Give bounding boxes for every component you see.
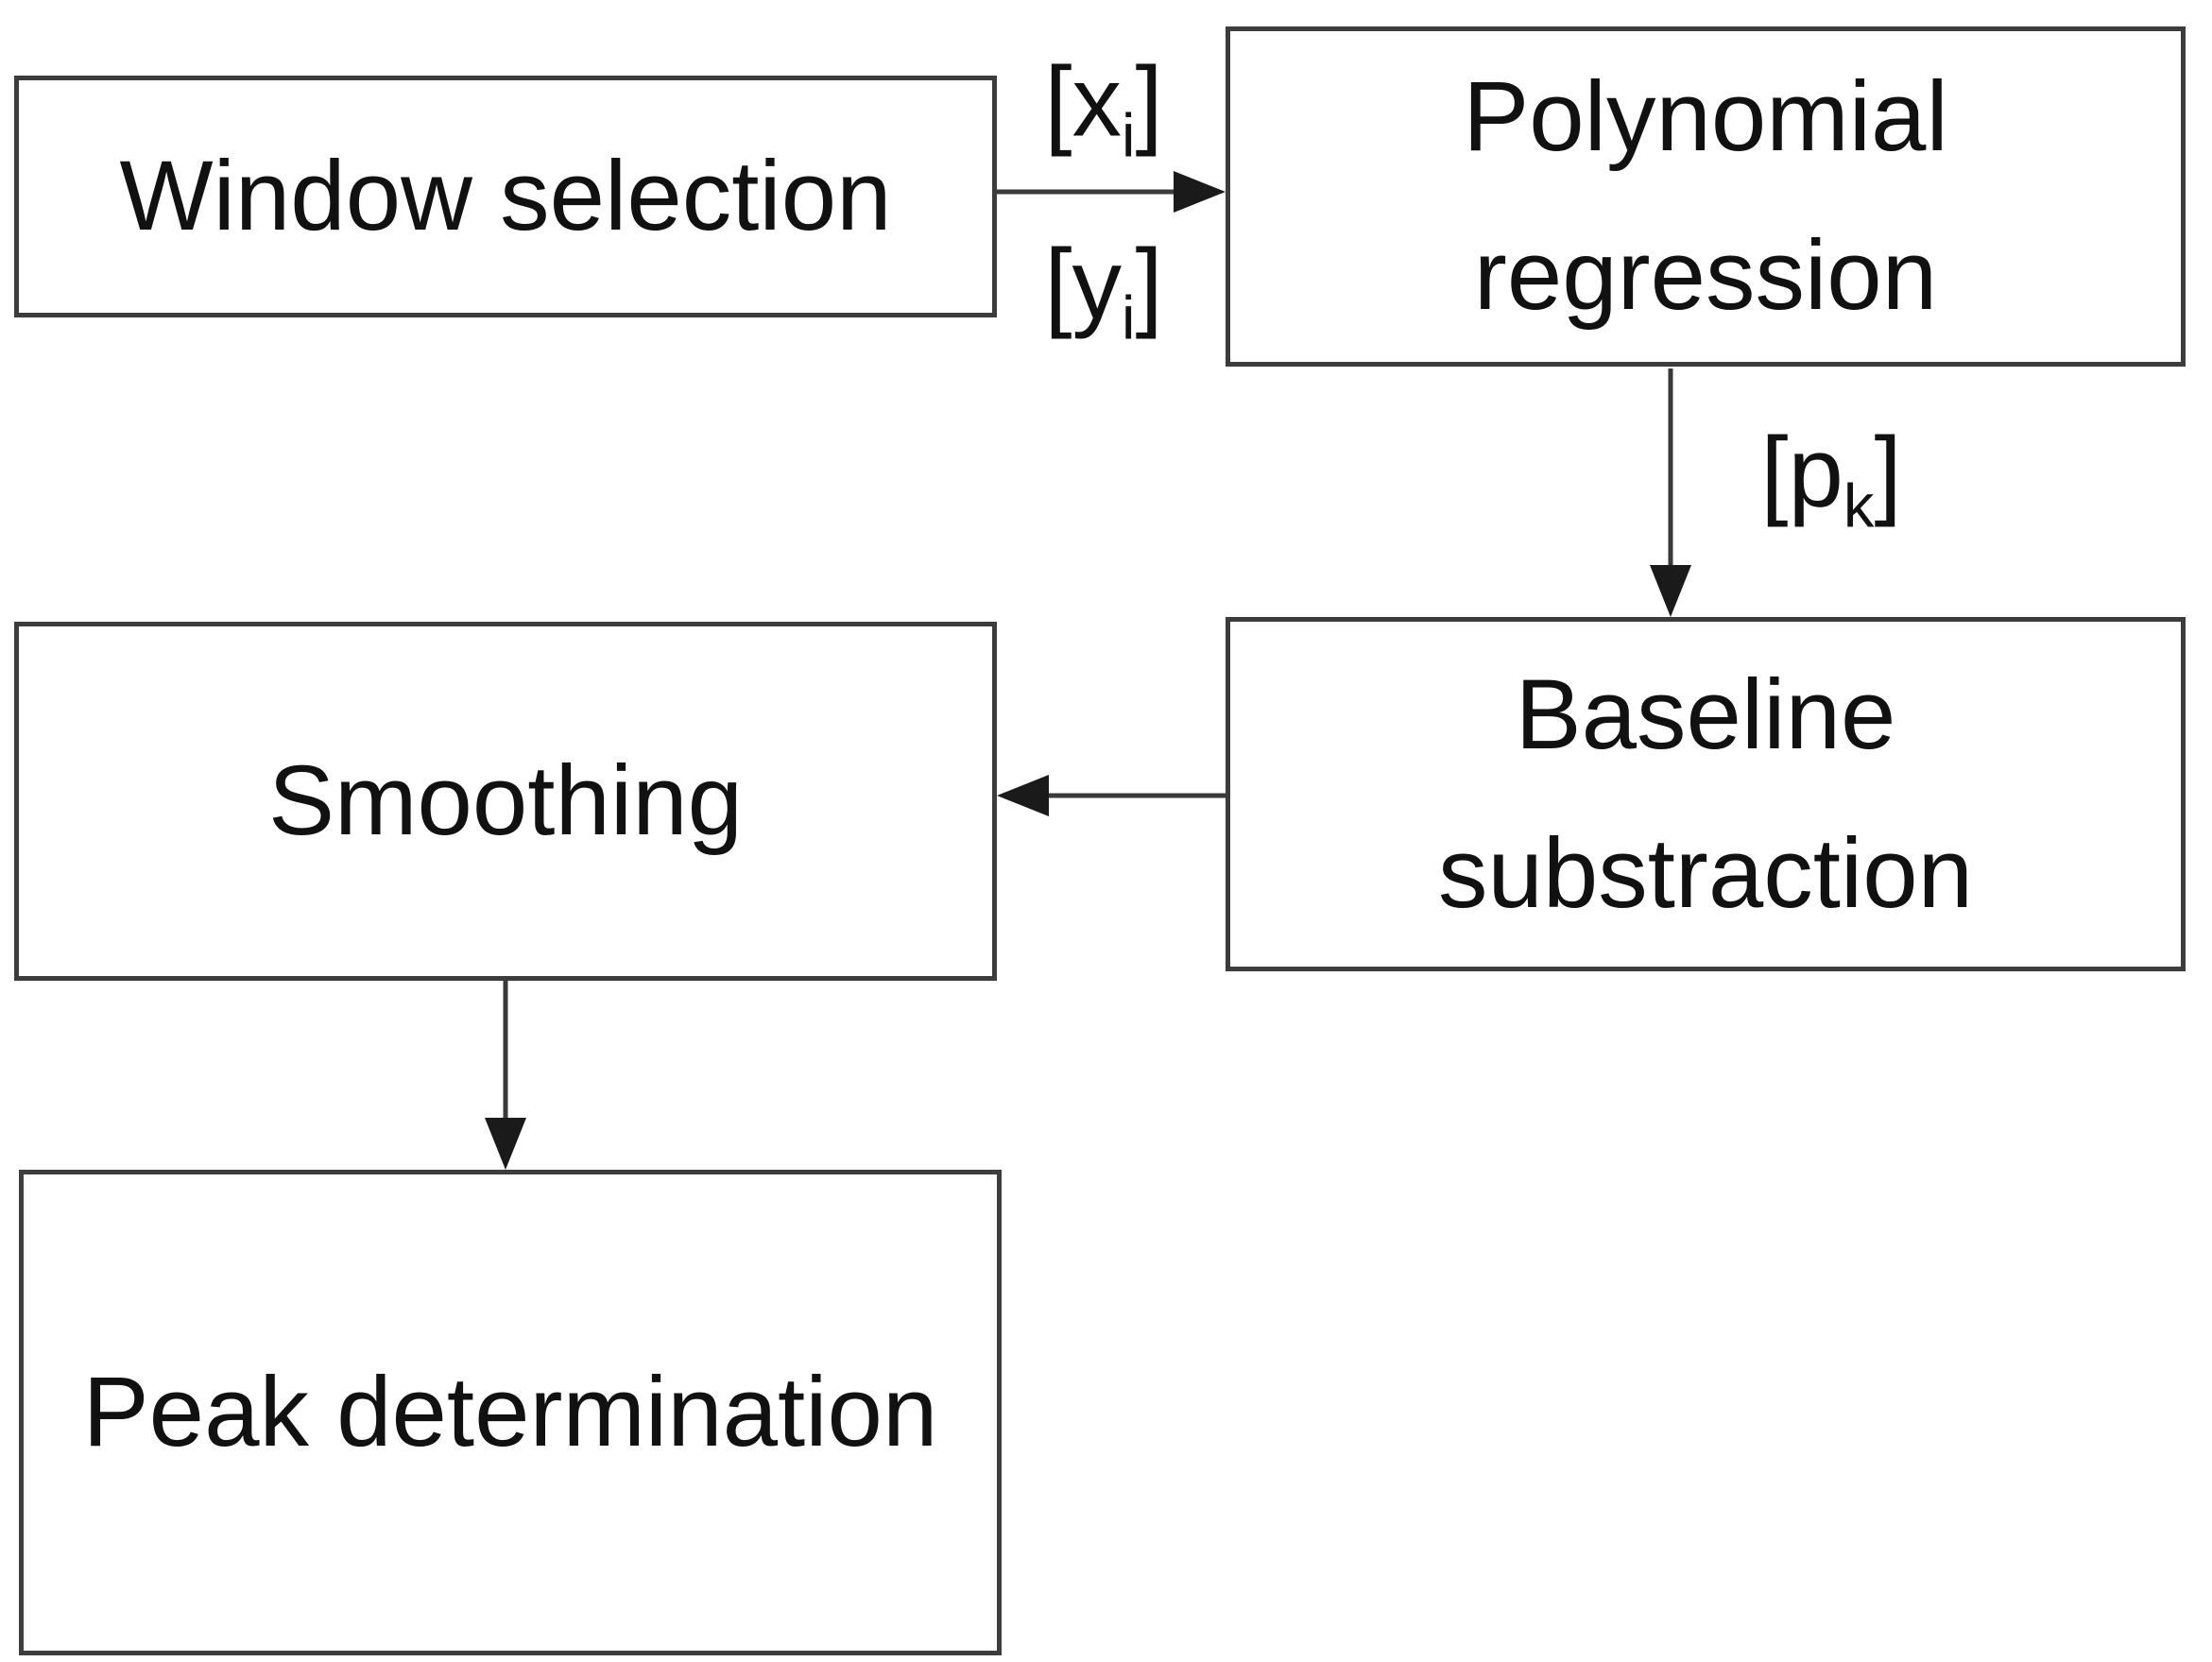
edge-baseline-to-smoothing [997, 775, 1226, 816]
edge-label-xi-sub: i [1122, 100, 1136, 170]
edge-label-yi: [yi] [1044, 235, 1162, 349]
node-smoothing-label: Smoothing [268, 745, 743, 856]
edge-label-xi: [xi] [1044, 53, 1162, 166]
node-peak-determination-label: Peak determination [82, 1357, 938, 1467]
edge-label-yi-sub: i [1122, 283, 1136, 352]
down-arrowhead-icon [485, 1118, 526, 1170]
right-arrowhead-icon [1174, 171, 1226, 213]
edge-label-pk-close: ] [1874, 417, 1902, 528]
down-arrowhead-icon [1650, 565, 1691, 617]
edge-label-pk: [pk] [1760, 423, 1901, 537]
edge-label-xi-close: ] [1135, 46, 1163, 158]
edge-label-pk-main: [p [1760, 417, 1843, 528]
node-window-selection-label: Window selection [119, 141, 892, 251]
node-window-selection: Window selection [14, 76, 997, 317]
left-arrowhead-icon [997, 775, 1049, 816]
edge-label-yi-close: ] [1135, 229, 1163, 340]
node-polynomial-regression-label: Polynomial regression [1463, 61, 1948, 331]
node-peak-determination: Peak determination [19, 1170, 1002, 1655]
node-baseline-substraction: Baseline substraction [1226, 617, 2186, 971]
edge-label-xi-main: [x [1044, 46, 1123, 158]
edge-label-pk-sub: k [1843, 471, 1875, 540]
edge-polynomial-to-baseline [1650, 368, 1691, 617]
node-polynomial-regression: Polynomial regression [1226, 26, 2186, 367]
node-baseline-substraction-label: Baseline substraction [1437, 659, 1974, 929]
edge-window-to-polynomial [997, 171, 1226, 213]
edge-smoothing-to-peak [485, 979, 526, 1170]
node-smoothing: Smoothing [14, 622, 997, 981]
edge-label-yi-main: [y [1044, 229, 1123, 340]
